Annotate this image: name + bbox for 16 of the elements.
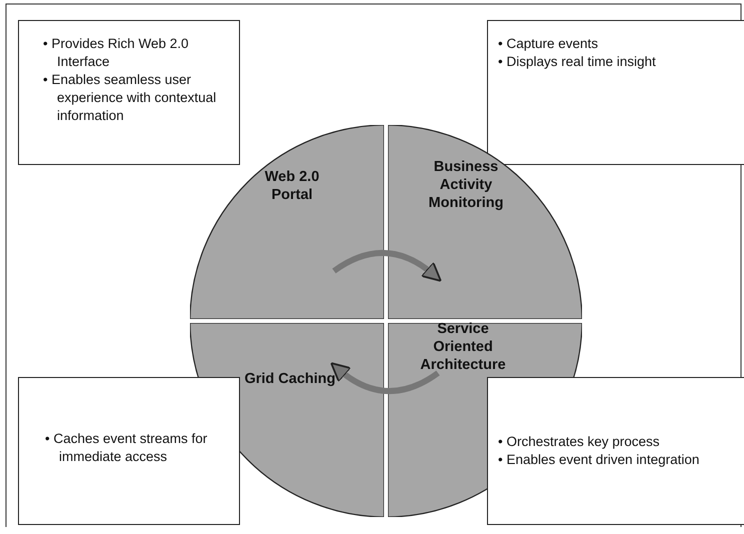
segment-title: Business Activity Monitoring [428, 158, 504, 212]
text-box [18, 377, 240, 525]
curved-arrow [330, 362, 440, 394]
bullet-point: • Orchestrates key process [498, 433, 661, 451]
bullet-point: • Provides Rich Web 2.0 Interface [43, 35, 190, 71]
segment-title: Web 2.0 Portal [264, 168, 320, 204]
segment-title: Grid Caching [243, 370, 337, 388]
bullet-point: • Caches event streams for immediate access [45, 430, 208, 466]
bullet-point: • Capture events [498, 35, 600, 53]
text-box [487, 377, 744, 525]
bullet-point: • Enables seamless user experience with contextual information [43, 71, 218, 125]
text-box [18, 20, 240, 165]
segment-title: Service Oriented Architecture [419, 320, 507, 374]
bullet-point: • Enables event driven integration [498, 451, 700, 469]
bullet-point: • Displays real time insight [498, 53, 657, 71]
curved-arrow [332, 250, 442, 282]
